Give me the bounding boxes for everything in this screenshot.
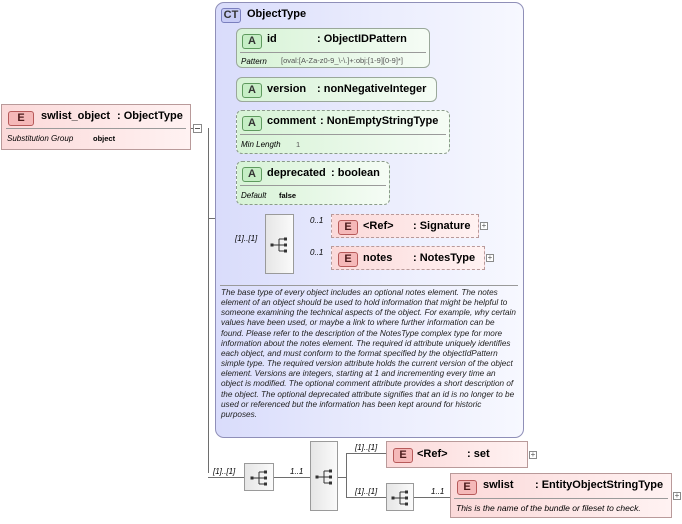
sequence-icon <box>270 237 287 253</box>
attribute-deprecated[interactable]: A deprecated : boolean Default false <box>236 161 390 205</box>
root-element-type: : ObjectType <box>117 110 183 122</box>
expand-toggle[interactable]: + <box>480 221 488 230</box>
connector <box>208 218 216 219</box>
sequence-compositor[interactable] <box>386 483 414 511</box>
element-cardinality: 1..1 <box>431 487 445 496</box>
attribute-version[interactable]: A version : nonNegativeInteger <box>236 77 437 102</box>
element-name: swlist <box>483 479 514 491</box>
sequence-cardinality: 1..1 <box>290 467 304 476</box>
element-badge: E <box>338 252 358 267</box>
connector <box>208 128 209 473</box>
element-swlist[interactable]: E swlist : EntityObjectStringType This i… <box>450 473 672 518</box>
substitution-group-value: object <box>93 134 116 143</box>
separator <box>240 52 426 53</box>
element-documentation: This is the name of the bundle or filese… <box>456 503 641 513</box>
element-cardinality: 0..1 <box>310 248 324 257</box>
connector <box>346 497 386 498</box>
element-type: : NotesType <box>413 252 476 264</box>
attribute-name: id <box>267 33 277 45</box>
complex-type-badge: CT <box>221 8 241 23</box>
element-ref-signature[interactable]: E <Ref> : Signature <box>331 214 479 238</box>
root-element-name: swlist_object <box>41 110 111 122</box>
connector <box>208 477 244 478</box>
element-badge: E <box>457 480 477 495</box>
separator <box>454 498 668 499</box>
facet-value: false <box>279 191 297 200</box>
sequence-icon <box>250 470 267 486</box>
sequence-icon <box>315 469 332 485</box>
facet-label: Default <box>241 191 267 200</box>
root-element-box[interactable]: E swlist_object : ObjectType Substitutio… <box>1 104 191 150</box>
sequence-cardinality: [1]..[1] <box>355 487 378 496</box>
sequence-cardinality: [1]..[1] <box>213 467 236 476</box>
separator <box>240 185 386 186</box>
collapse-toggle[interactable] <box>193 124 202 133</box>
element-cardinality: [1]..[1] <box>355 443 378 452</box>
attribute-badge: A <box>242 116 262 131</box>
attribute-name: version <box>267 83 307 95</box>
sequence-compositor[interactable] <box>265 214 294 274</box>
attribute-type: : NonEmptyStringType <box>320 115 439 127</box>
separator <box>240 134 446 135</box>
attribute-id[interactable]: A id : ObjectIDPattern Pattern [oval:[A-… <box>236 28 430 68</box>
connector <box>346 453 347 498</box>
attribute-name: comment <box>267 115 316 127</box>
element-ref-set[interactable]: E <Ref> : set <box>386 441 528 468</box>
separator <box>6 128 186 129</box>
element-name: <Ref> <box>363 220 394 232</box>
sequence-cardinality: [1]..[1] <box>235 234 258 243</box>
connector <box>346 453 386 454</box>
element-type: : EntityObjectStringType <box>535 479 664 491</box>
attribute-type: : boolean <box>331 167 380 179</box>
element-badge: E <box>338 220 358 235</box>
facet-value: 1 <box>296 140 301 149</box>
attribute-type: : ObjectIDPattern <box>317 33 407 45</box>
description-separator <box>220 285 518 286</box>
connector <box>274 477 310 478</box>
attribute-badge: A <box>242 167 262 182</box>
sequence-icon <box>391 490 408 506</box>
sequence-compositor[interactable] <box>244 463 274 491</box>
element-notes[interactable]: E notes : NotesType <box>331 246 485 270</box>
attribute-comment[interactable]: A comment : NonEmptyStringType Min Lengt… <box>236 110 450 154</box>
attribute-badge: A <box>242 83 262 98</box>
expand-toggle[interactable]: + <box>673 491 681 500</box>
complex-type-name: ObjectType <box>247 8 307 20</box>
facet-label: Pattern <box>241 57 267 66</box>
attribute-type: : nonNegativeInteger <box>317 83 427 95</box>
element-type: : Signature <box>413 220 471 232</box>
expand-toggle[interactable]: + <box>529 450 537 459</box>
connector <box>414 497 450 498</box>
element-type: : set <box>467 448 490 460</box>
expand-toggle[interactable]: + <box>486 253 494 262</box>
attribute-name: deprecated <box>267 167 326 179</box>
element-name: notes <box>363 252 393 264</box>
element-badge: E <box>8 111 34 126</box>
element-badge: E <box>393 448 413 463</box>
attribute-badge: A <box>242 34 262 49</box>
connector <box>338 477 346 478</box>
sequence-compositor[interactable] <box>310 441 338 511</box>
facet-value: [oval:[A-Za-z0-9_\-\.]+:obj:[1-9][0-9]*] <box>281 56 403 65</box>
element-cardinality: 0..1 <box>310 216 324 225</box>
substitution-group-label: Substitution Group <box>7 134 74 143</box>
element-name: <Ref> <box>417 448 448 460</box>
complex-type-description: The base type of every object includes a… <box>221 288 516 419</box>
facet-label: Min Length <box>241 140 281 149</box>
